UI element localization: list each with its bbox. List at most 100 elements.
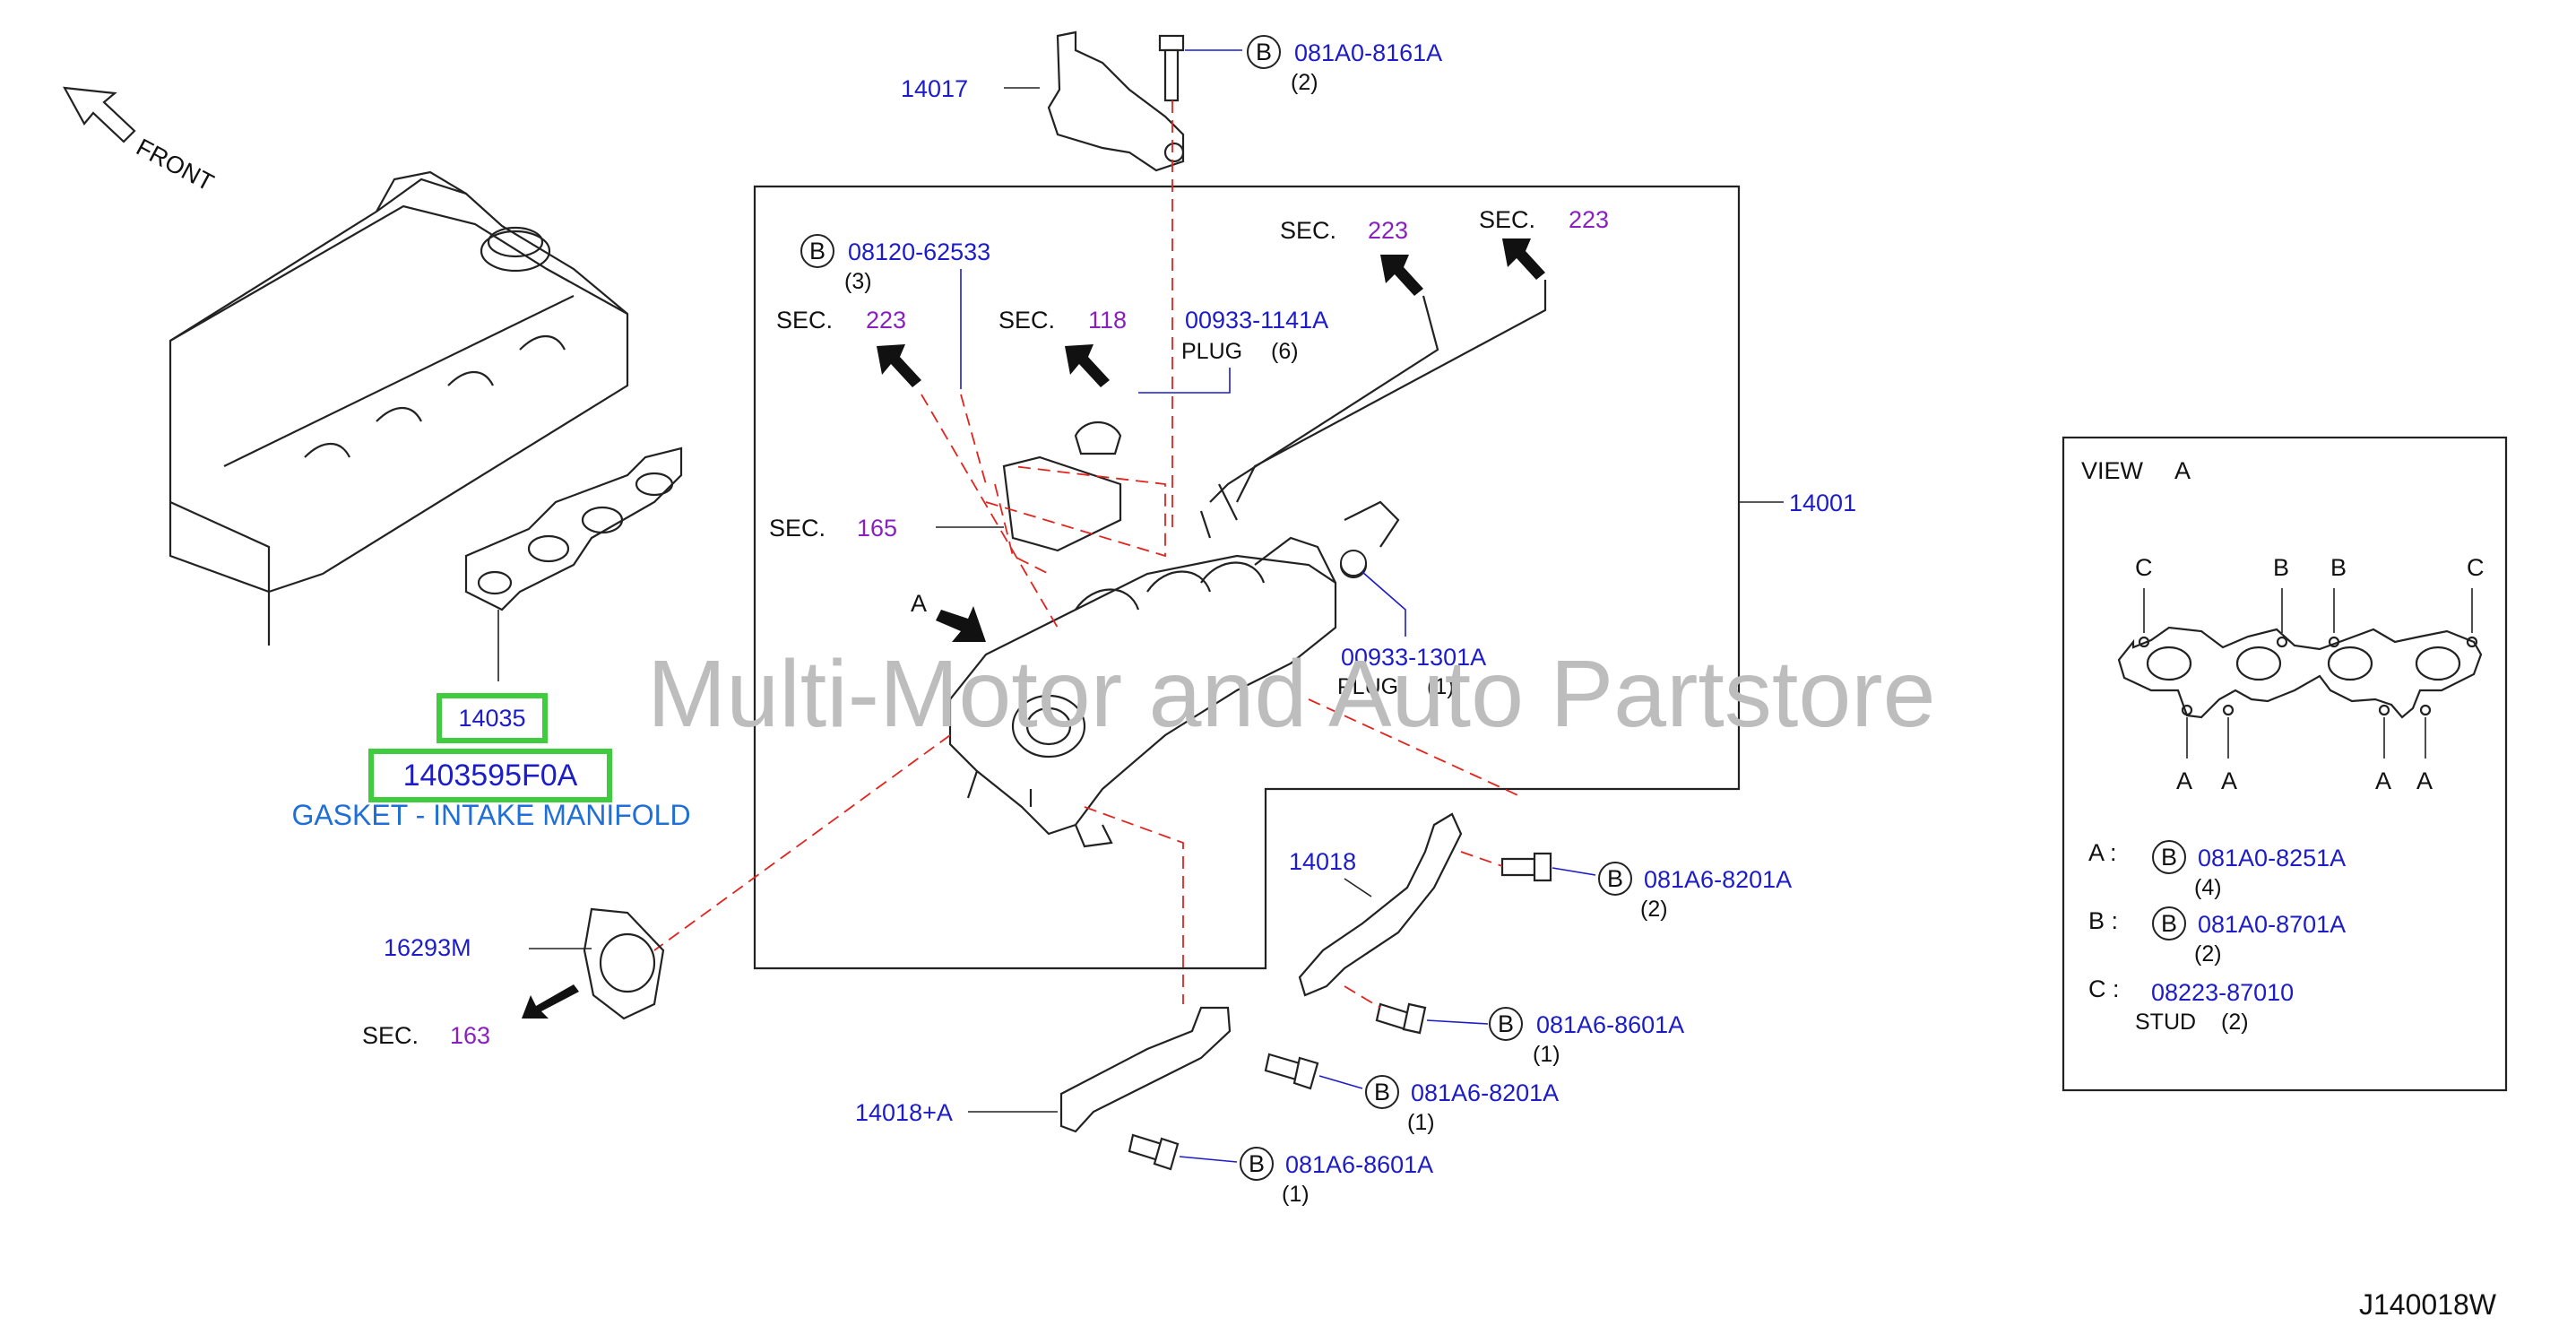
qty-081a6-8201a-1: (1) xyxy=(1407,1110,1435,1135)
highlight-full-number[interactable]: 1403595F0A xyxy=(403,759,578,793)
intake-manifold-drawing xyxy=(948,421,1400,848)
view-a-panel xyxy=(2062,436,2508,1092)
bolt-86011b-icon xyxy=(1128,1133,1180,1171)
highlight-part-number[interactable]: 14035 xyxy=(458,705,525,732)
view-a-title-word: VIEW xyxy=(2081,457,2144,484)
label-081a6-8601a-1[interactable]: 081A6-8601A xyxy=(1536,1011,1684,1038)
badge-b-82011 xyxy=(1365,1075,1399,1109)
legend-c-number[interactable]: 08223-87010 xyxy=(2151,979,2294,1006)
badge-b-86011-letter: B xyxy=(1498,1010,1514,1037)
legend-a-number[interactable]: 081A0-8251A xyxy=(2198,845,2346,871)
plug-1301-icon xyxy=(1340,550,1367,576)
front-arrow-icon xyxy=(63,86,136,143)
plug6-text: PLUG xyxy=(1181,339,1242,364)
plug1-qty: (1) xyxy=(1427,674,1455,699)
sec-word-165: SEC. xyxy=(769,515,826,542)
badge-b-86011 xyxy=(1489,1007,1523,1041)
badge-b-82011-letter: B xyxy=(1374,1079,1390,1105)
part-number-highlight-box xyxy=(437,693,548,743)
legend-b-badge-letter: B xyxy=(2161,910,2177,937)
qty-08120-62533: (3) xyxy=(844,269,872,294)
sec-word-118: SEC. xyxy=(998,307,1055,334)
qty-081a6-8201a-2: (2) xyxy=(1640,897,1668,922)
sec-223c[interactable]: 223 xyxy=(1569,206,1609,233)
plug6-qty: (6) xyxy=(1271,339,1299,364)
label-081a0-8161a[interactable]: 081A0-8161A xyxy=(1294,39,1442,66)
view-a-bottom-label-2: A xyxy=(2221,767,2237,794)
view-a-gasket-drawing xyxy=(2117,588,2483,759)
label-081a6-8201a-1[interactable]: 081A6-8201A xyxy=(1411,1079,1559,1106)
badge-b-top xyxy=(1247,35,1281,69)
badge-b-86011b xyxy=(1240,1147,1274,1181)
sec-163-arrow-icon xyxy=(522,984,579,1019)
sec-223a-arrow-icon xyxy=(877,344,921,387)
sec-223c-arrow-icon xyxy=(1502,238,1545,280)
label-081a6-8201a-2[interactable]: 081A6-8201A xyxy=(1644,866,1792,893)
sec-223b-arrow-icon xyxy=(1380,255,1423,296)
legend-a-badge xyxy=(2152,840,2186,874)
sec-223a[interactable]: 223 xyxy=(866,307,906,334)
legend-c-sub: STUD xyxy=(2135,1010,2196,1035)
sec-163[interactable]: 163 xyxy=(450,1022,490,1049)
view-a-top-label-1: C xyxy=(2135,554,2153,581)
view-a-top-label-3: B xyxy=(2330,554,2347,581)
badge-b-82012 xyxy=(1598,862,1632,896)
label-081a6-8601a-1b[interactable]: 081A6-8601A xyxy=(1285,1151,1433,1178)
label-08120-62533[interactable]: 08120-62533 xyxy=(848,238,990,265)
bolt-top-icon xyxy=(1158,34,1185,102)
front-label: FRONT xyxy=(132,134,218,196)
legend-b-qty: (2) xyxy=(2194,941,2222,967)
bolt-86011-icon xyxy=(1375,1002,1427,1035)
legend-a-badge-letter: B xyxy=(2161,844,2177,871)
highlight-description: GASKET - INTAKE MANIFOLD xyxy=(291,799,690,831)
badge-b-86011b-letter: B xyxy=(1249,1150,1265,1177)
label-14018a[interactable]: 14018+A xyxy=(855,1099,953,1126)
bracket-14018a-drawing xyxy=(1059,1006,1232,1133)
label-14018[interactable]: 14018 xyxy=(1289,848,1356,875)
plug1-text: PLUG xyxy=(1337,674,1398,699)
sec-165[interactable]: 165 xyxy=(857,515,897,542)
engine-head-drawing xyxy=(169,170,629,646)
qty-081a6-8601a-1: (1) xyxy=(1533,1042,1560,1067)
intake-gasket-drawing xyxy=(464,446,683,681)
bracket-14018-drawing xyxy=(1298,812,1463,997)
sec-word-223b: SEC. xyxy=(1280,217,1336,244)
legend-b-key: B : xyxy=(2088,907,2118,934)
view-a-marker: A xyxy=(911,590,927,617)
watermark: Multi-Motor and Auto Partstore xyxy=(647,641,1936,747)
legend-a-key: A : xyxy=(2088,839,2117,866)
label-00933-1141a[interactable]: 00933-1141A xyxy=(1185,307,1328,334)
intake-manifold-frame xyxy=(753,185,1741,970)
view-a-bottom-label-1: A xyxy=(2176,767,2192,794)
badge-b-top-letter: B xyxy=(1256,39,1272,65)
qty-081a0-8161a: (2) xyxy=(1291,70,1318,95)
label-00933-1301a[interactable]: 00933-1301A xyxy=(1341,644,1486,671)
legend-b-number[interactable]: 081A0-8701A xyxy=(2198,911,2346,938)
sec-223b[interactable]: 223 xyxy=(1368,217,1408,244)
view-a-bottom-label-4: A xyxy=(2416,767,2433,794)
full-number-highlight-box xyxy=(368,749,612,802)
bolt-82011-icon xyxy=(1264,1053,1319,1090)
bolt-82012-icon xyxy=(1500,852,1552,882)
legend-c-key: C : xyxy=(2088,975,2120,1002)
legend-c-qty: (2) xyxy=(2221,1010,2249,1035)
sec-118-arrow-icon xyxy=(1065,344,1110,387)
badge-b-82012-letter: B xyxy=(1607,865,1623,892)
sec-word-163: SEC. xyxy=(362,1022,419,1049)
sec-word-223c: SEC. xyxy=(1479,206,1535,233)
sec-word-223a: SEC. xyxy=(776,307,833,334)
legend-b-badge xyxy=(2152,906,2186,941)
view-a-marker-arrow-icon xyxy=(936,606,986,642)
label-14017[interactable]: 14017 xyxy=(901,75,968,102)
badge-b-left-letter: B xyxy=(809,238,826,264)
diagram-id: J140018W xyxy=(2359,1288,2497,1321)
label-14001[interactable]: 14001 xyxy=(1789,490,1856,516)
assembly-leader-lines xyxy=(653,100,1525,1004)
gasket-16293m-drawing xyxy=(583,907,665,1020)
bracket-14017-drawing xyxy=(1047,30,1185,172)
view-a-top-label-4: C xyxy=(2467,554,2485,581)
label-16293m[interactable]: 16293M xyxy=(384,934,471,961)
sec-118[interactable]: 118 xyxy=(1088,307,1127,334)
